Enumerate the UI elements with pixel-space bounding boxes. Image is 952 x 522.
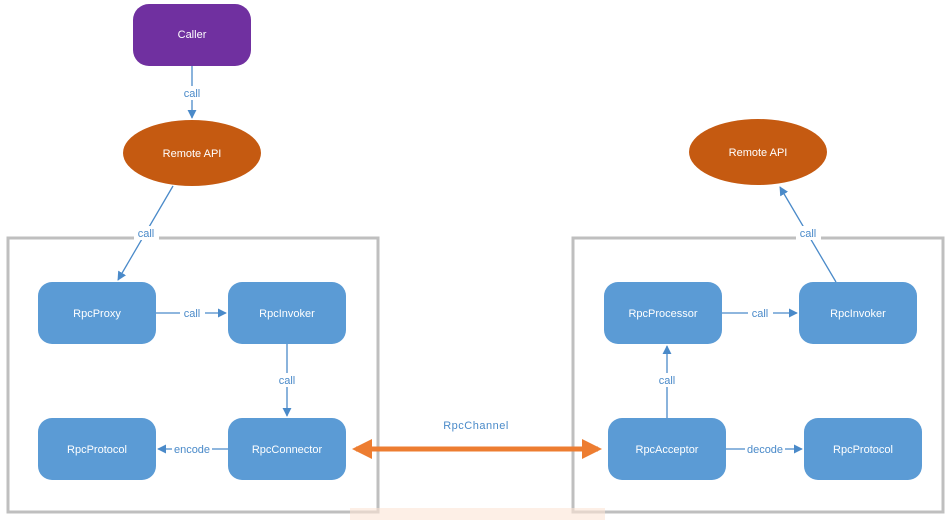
edge-caller-to-api-label: call bbox=[184, 88, 201, 100]
server-remote-api-label: Remote API bbox=[729, 147, 788, 159]
edge-label-bg bbox=[180, 306, 205, 320]
client-rpc-connector-node[interactable] bbox=[228, 418, 346, 480]
client-rpc-invoker-node[interactable] bbox=[228, 282, 346, 344]
edge-acceptor-to-protocol-label: decode bbox=[747, 444, 783, 456]
client-container bbox=[6, 236, 380, 514]
client-rpc-protocol-node[interactable] bbox=[38, 418, 156, 480]
client-rpc-protocol-label: RpcProtocol bbox=[67, 444, 127, 456]
rpc-channel-label: RpcChannel bbox=[443, 420, 509, 432]
server-rpc-processor-label: RpcProcessor bbox=[628, 308, 697, 320]
client-remote-api-label: Remote API bbox=[163, 148, 222, 160]
edge-proxy-to-invoker-label: call bbox=[184, 308, 201, 320]
client-rpc-proxy-label: RpcProxy bbox=[73, 308, 121, 320]
client-rpc-proxy-node[interactable] bbox=[38, 282, 156, 344]
edge-invoker-to-connector-label: call bbox=[279, 375, 296, 387]
edge-label-bg bbox=[275, 373, 300, 387]
server-container bbox=[571, 236, 945, 514]
edge-label-bg bbox=[748, 306, 773, 320]
server-rpc-invoker-node[interactable] bbox=[799, 282, 917, 344]
server-rpc-acceptor-node[interactable] bbox=[608, 418, 726, 480]
edge-label-bg bbox=[655, 373, 680, 387]
edge-label-bg bbox=[745, 442, 785, 456]
edge-processor-to-invoker-label: call bbox=[752, 308, 769, 320]
client-remote-api-node[interactable] bbox=[123, 120, 261, 186]
server-rpc-acceptor-label: RpcAcceptor bbox=[636, 444, 699, 456]
caller-node[interactable] bbox=[133, 4, 251, 66]
edge-acceptor-to-processor-label: call bbox=[659, 375, 676, 387]
edge-label-bg bbox=[796, 226, 821, 240]
edge-label-bg bbox=[180, 86, 205, 100]
edge-invoker-to-api-label: call bbox=[800, 228, 817, 240]
edge-label-bg bbox=[172, 442, 212, 456]
client-rpc-connector-label: RpcConnector bbox=[252, 444, 323, 456]
caller-label: Caller bbox=[178, 29, 207, 41]
client-rpc-invoker-label: RpcInvoker bbox=[259, 308, 315, 320]
server-rpc-invoker-label: RpcInvoker bbox=[830, 308, 886, 320]
server-rpc-protocol-label: RpcProtocol bbox=[833, 444, 893, 456]
channel-reflection bbox=[350, 508, 605, 520]
edge-label-bg bbox=[134, 226, 159, 240]
server-rpc-protocol-node[interactable] bbox=[804, 418, 922, 480]
server-rpc-processor-node[interactable] bbox=[604, 282, 722, 344]
edge-api-to-proxy-label: call bbox=[138, 228, 155, 240]
edge-connector-to-protocol-label: encode bbox=[174, 444, 210, 456]
server-remote-api-node[interactable] bbox=[689, 119, 827, 185]
